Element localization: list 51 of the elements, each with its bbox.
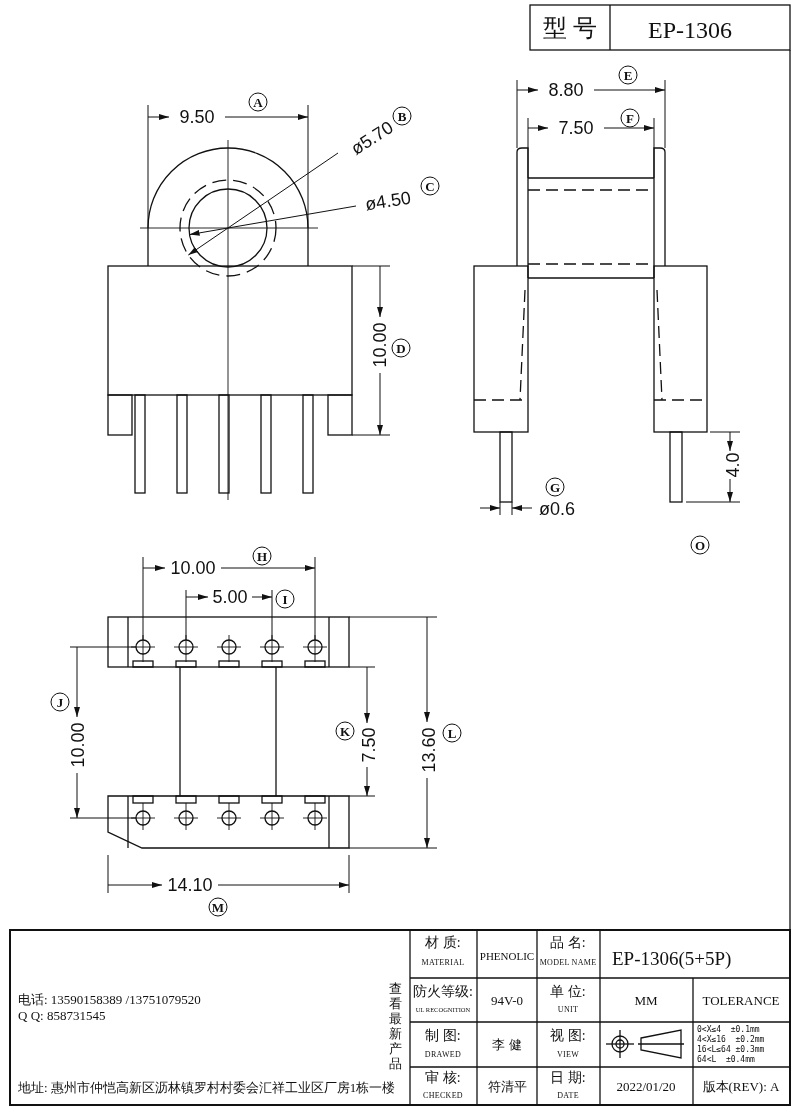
tolerance-text: 64<L ±0.4mm [697, 1056, 755, 1064]
dimension-value: 4.0 [724, 452, 742, 478]
phone-text: 电话: 13590158389 /13751079520 [18, 992, 201, 1006]
tolerance-text: 0<X≤4 ±0.1mm [697, 1026, 760, 1034]
leader-line [189, 205, 357, 236]
field-label: 品 名: [550, 936, 586, 950]
field-value: 李 健 [492, 1037, 522, 1051]
dimension-value: 7.50 [558, 119, 594, 137]
field-label: DATE [557, 1092, 579, 1100]
dimension-value: 7.50 [360, 727, 378, 763]
field-label: DRAWED [424, 1051, 462, 1059]
field-label: 材 质: [425, 936, 461, 950]
field-label: 日 期: [550, 1071, 586, 1085]
field-label: 防火等级: [413, 985, 473, 999]
vertical-note: 查看最新产品 [388, 982, 402, 1072]
field-label: 制 图: [425, 1029, 461, 1043]
dimension-value: 10.00 [371, 322, 389, 368]
field-label: VIEW [556, 1051, 580, 1059]
field-value: 94V-0 [491, 993, 523, 1007]
dimension-value: 8.80 [548, 81, 584, 99]
dimension-value: 13.60 [420, 727, 438, 773]
bore-circle [188, 188, 268, 268]
model-number: EP-1306 [648, 18, 732, 42]
dimension-value: 14.10 [167, 876, 213, 894]
dimension-value: 10.00 [170, 559, 216, 577]
dimension-value: ø4.50 [363, 188, 413, 214]
field-label: CHECKED [423, 1092, 463, 1100]
dimension-value: 10.00 [69, 722, 87, 768]
field-label: MATERIAL [421, 959, 465, 967]
field-value: PHENOLIC [479, 950, 535, 962]
dimension-value: 5.00 [212, 588, 248, 606]
field-label: UNIT [557, 1006, 579, 1014]
tolerance-text: 16<L≤64 ±0.3mm [697, 1046, 765, 1054]
dimension-value: ø0.6 [539, 500, 575, 518]
field-value: MM [634, 993, 658, 1007]
dimension-value: 9.50 [179, 108, 215, 126]
field-label: TOLERANCE [702, 993, 780, 1007]
qq-text: Q Q: 858731545 [18, 1008, 106, 1022]
field-label: 单 位: [550, 985, 586, 999]
field-value: EP-1306(5+5P) [612, 948, 732, 968]
address-text: 地址: 惠州市仲恺高新区沥林镇罗村村委会汇祥工业区厂房1栋一楼 [18, 1080, 396, 1094]
field-label: 审 核: [425, 1071, 461, 1085]
tolerance-text: 4<X≤16 ±0.2mm [697, 1036, 765, 1044]
field-value: 符清平 [487, 1079, 527, 1093]
field-label: 视 图: [550, 1029, 586, 1043]
dashed-circle [179, 179, 277, 277]
field-label: MODEL NAME [539, 959, 597, 967]
field-value: 版本(REV): A [702, 1079, 780, 1093]
field-label: 型 号 [543, 16, 597, 40]
field-value: 2022/01/20 [616, 1079, 676, 1093]
leader-line [187, 152, 339, 256]
